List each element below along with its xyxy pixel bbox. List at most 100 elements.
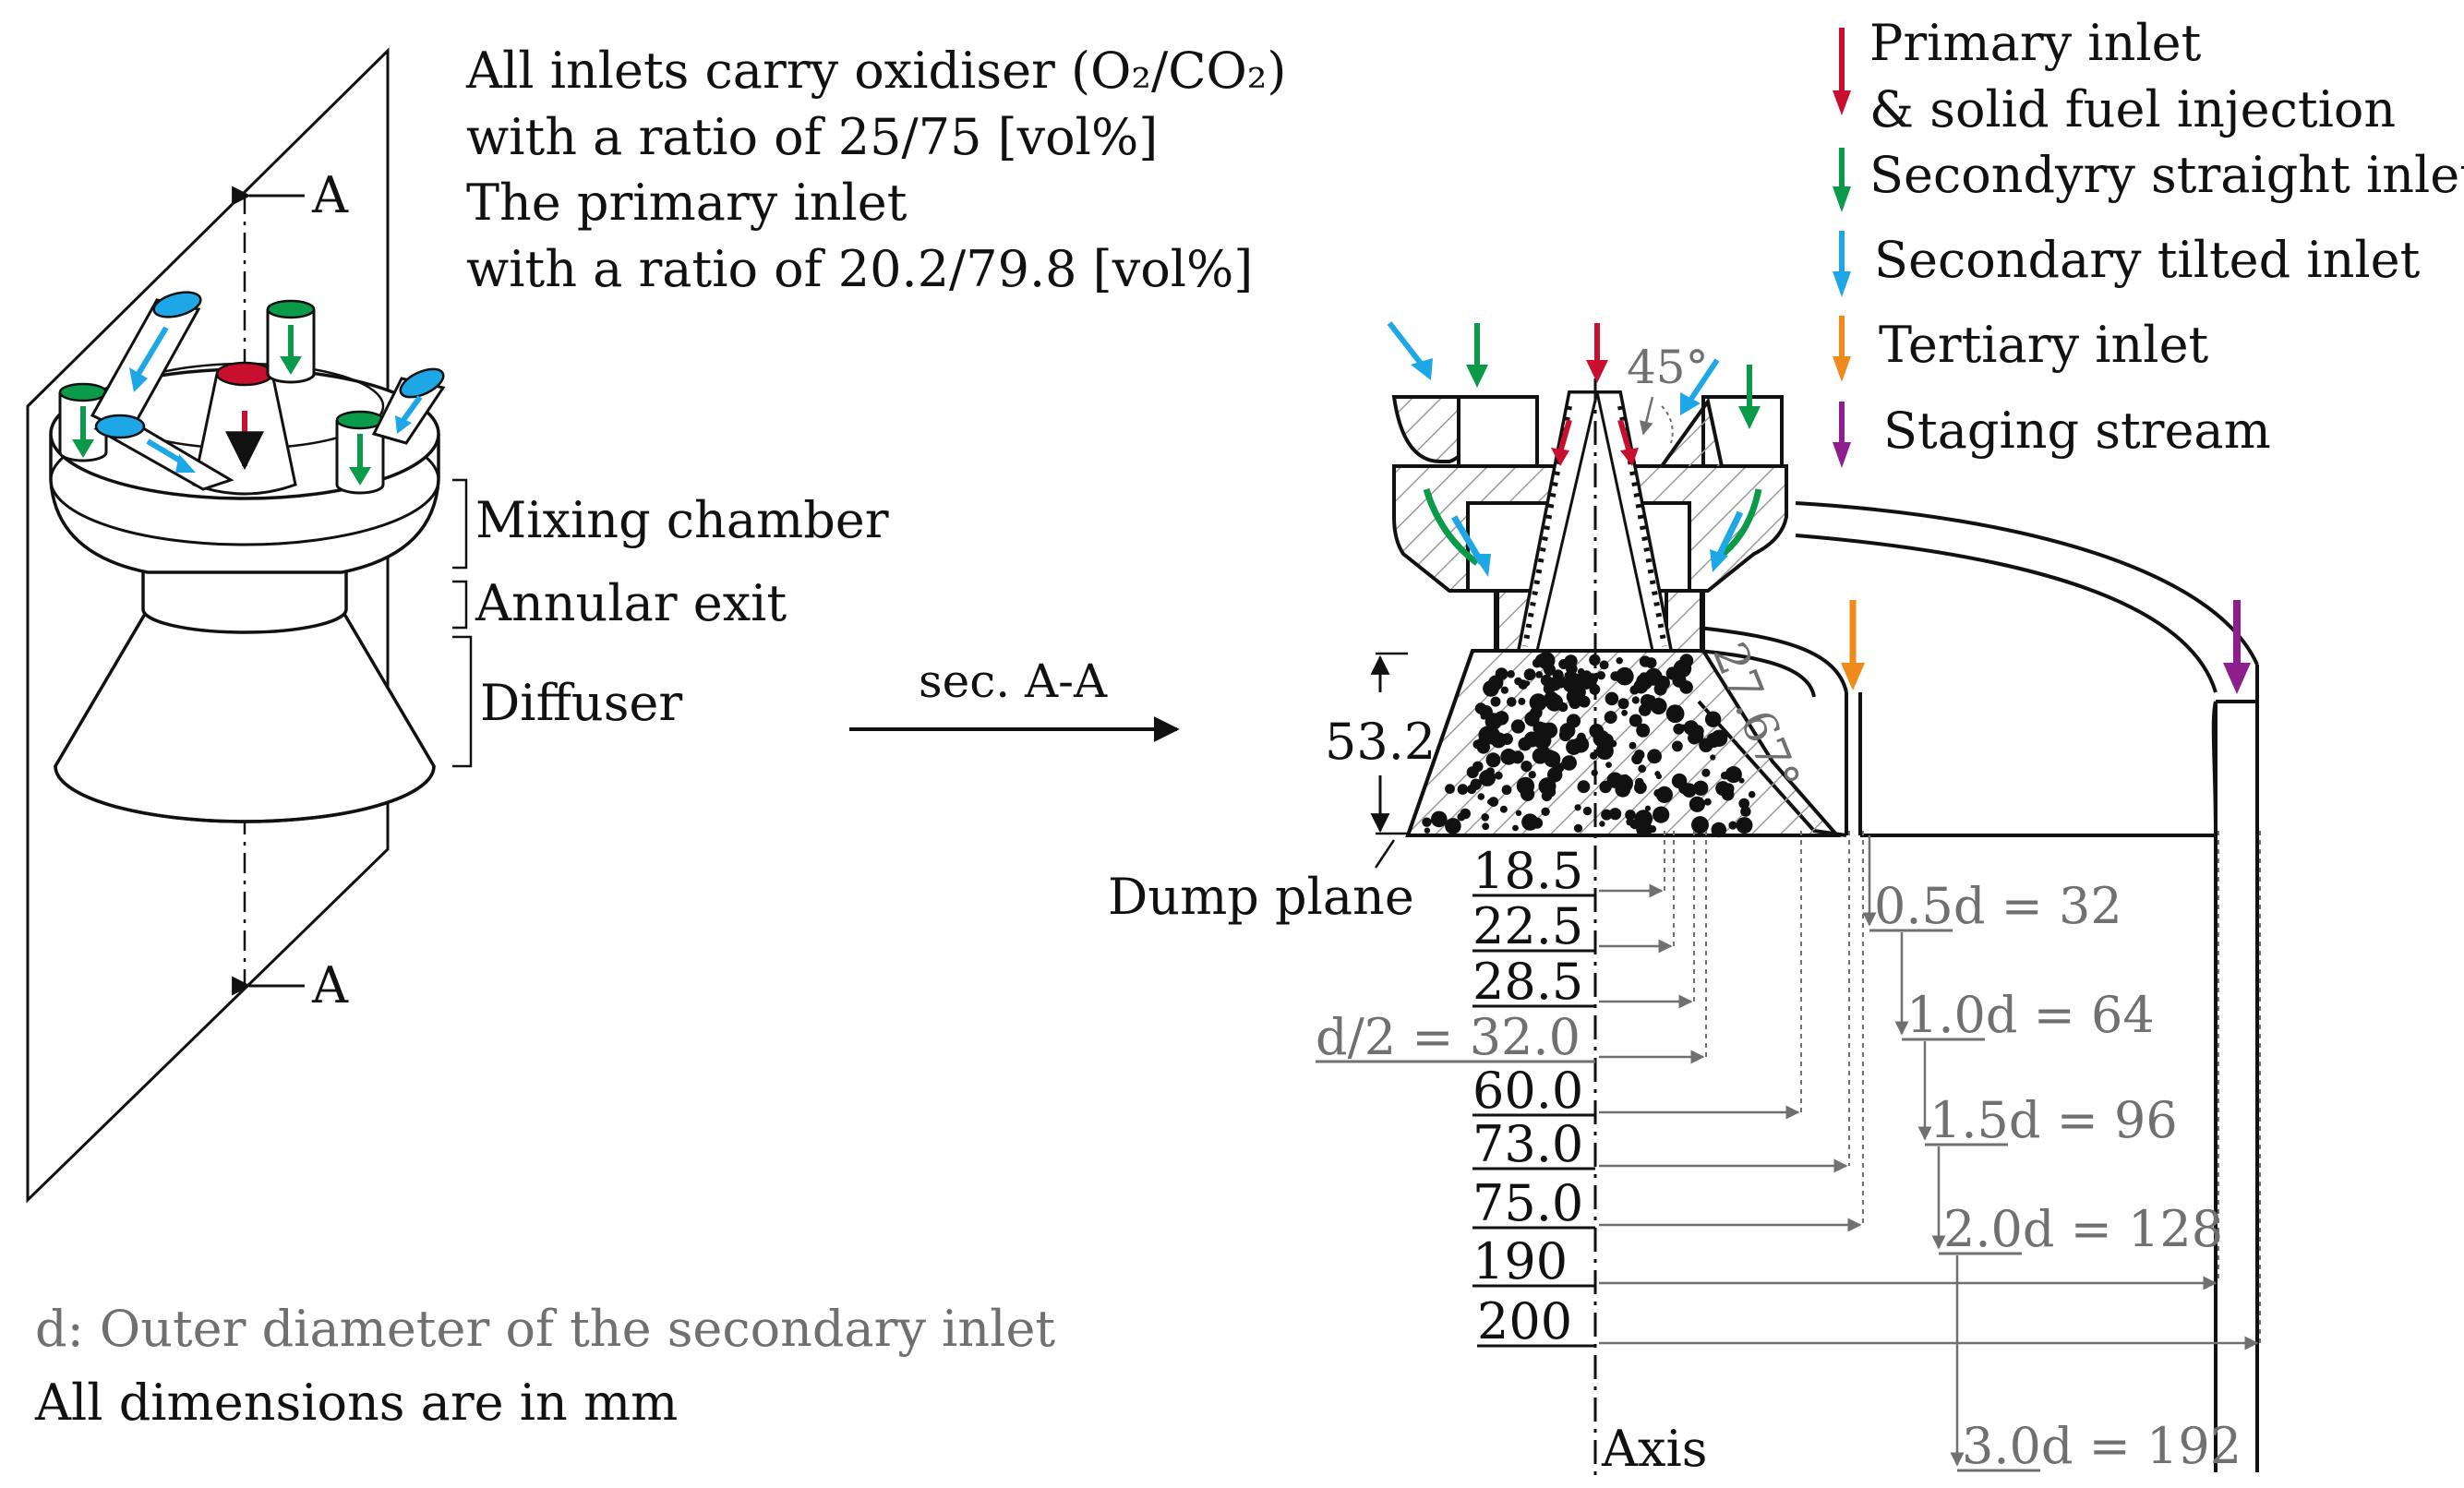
fuel-particle [1545,786,1556,796]
downstream-label: 3.0d = 192 [1962,1417,2242,1475]
fuel-particle [1648,825,1657,834]
legend-item-staging: Staging stream [1833,402,2271,468]
fuel-particle [1605,762,1612,768]
fuel-particle [1577,667,1585,676]
downstream-label: 1.0d = 64 [1906,986,2155,1044]
fuel-particle [1605,691,1619,706]
fuel-particle [1574,804,1581,811]
fuel-particle [1738,798,1749,810]
fuel-particle [1539,780,1545,787]
fuel-particle [1512,824,1519,832]
fuel-particle [1647,749,1662,764]
fuel-particle [1644,667,1663,686]
note-line-1: All inlets carry oxidiser (O₂/CO₂) [465,42,1287,100]
fuel-particle [1481,813,1489,822]
fuel-particle [1477,793,1485,800]
fuel-particle [1599,821,1605,827]
fuel-particle [1482,822,1490,831]
angle-top: 45° [1627,341,1709,394]
legend-item-tertiary: Tertiary inlet [1833,316,2209,382]
fuel-particle [1683,720,1699,736]
axis-label: Axis [1601,1420,1707,1478]
fuel-particle [1631,696,1640,704]
tilted-inlet-3d-3 [371,367,446,445]
fuel-particle [1740,806,1751,817]
fuel-particle [1541,807,1550,816]
fuel-particle [1634,810,1653,828]
fuel-particle [1693,780,1709,796]
legend-label-secondary-tilted: Secondary tilted inlet [1874,231,2421,289]
fuel-particle [1622,774,1629,781]
fuel-particle [1720,771,1729,780]
fuel-particle [1638,764,1647,774]
fuel-particle [1631,753,1643,765]
radius-label: 60.0 [1472,1062,1583,1120]
fuel-particle [1545,693,1564,712]
fuel-particle [1494,711,1509,726]
fuel-particle [1467,784,1477,795]
diffuser-cone [54,608,436,823]
downstream-label: 1.5d = 96 [1929,1091,2178,1149]
fuel-particle [1629,685,1640,695]
fuel-particle [1520,786,1535,802]
straight-inlet-3d-3 [335,410,385,495]
fuel-particle [1528,771,1536,779]
fuel-particle [1564,671,1571,679]
fuel-particle [1644,805,1652,811]
legend-item-secondary-straight: Secondyry straight inlet [1833,146,2464,212]
fuel-particles [1422,652,1756,838]
fuel-particle [1501,785,1512,796]
radius-label: 28.5 [1472,953,1583,1011]
fuel-particle [1544,750,1561,768]
fuel-particle [1665,704,1685,724]
fuel-particle [1599,733,1614,748]
fuel-particle [1566,663,1578,675]
fuel-particle [1679,654,1694,668]
fuel-particle [1616,666,1634,686]
note-line-3: The primary inlet [466,174,907,232]
fuel-particle [1535,671,1544,678]
note-line-2: with a ratio of 25/75 [vol%] [466,108,1158,166]
legend-item-primary: Primary inlet & solid fuel injection [1833,14,2396,138]
height-dimension: 53.2 [1325,713,1436,771]
fuel-particle [1445,818,1461,834]
fuel-particle [1507,697,1517,707]
footer-units: All dimensions are in mm [34,1374,678,1432]
fuel-particle [1534,753,1544,762]
fuel-particle [1521,813,1539,831]
fuel-particle [1422,817,1432,827]
fuel-particle [1532,721,1546,735]
fuel-particle [1523,668,1536,681]
fuel-particle [1566,714,1581,728]
plane-label-bottom: A [311,956,349,1014]
legend-label-primary-2: & solid fuel injection [1869,80,2396,138]
legend-item-secondary-tilted: Secondary tilted inlet [1833,231,2421,297]
fuel-particle [1499,805,1508,813]
radius-label: 75.0 [1472,1174,1583,1232]
fuel-particle [1711,822,1727,838]
fuel-particle [1515,810,1522,816]
fuel-particle [1510,719,1525,734]
section-arrows [1387,321,2251,694]
fuel-particle [1609,808,1622,821]
fuel-particle [1501,733,1513,745]
dump-plane-label: Dump plane [1108,868,1414,926]
fuel-particle [1573,823,1583,833]
fuel-particle [1653,806,1670,823]
fuel-particle [1507,670,1515,678]
fuel-particle [1629,714,1642,727]
fuel-particle [1728,821,1737,830]
downstream-label: 2.0d = 128 [1943,1200,2223,1258]
radius-label: 73.0 [1472,1115,1583,1173]
fuel-particle [1704,711,1722,727]
fuel-particle [1748,790,1756,798]
fuel-particle [1431,810,1448,828]
fuel-particle [1520,761,1532,773]
outer-wall-top [1795,501,2259,666]
fuel-particle [1639,703,1652,716]
fuel-particle [1478,738,1486,747]
fuel-particle [1577,780,1591,794]
fuel-particle [1445,784,1455,794]
